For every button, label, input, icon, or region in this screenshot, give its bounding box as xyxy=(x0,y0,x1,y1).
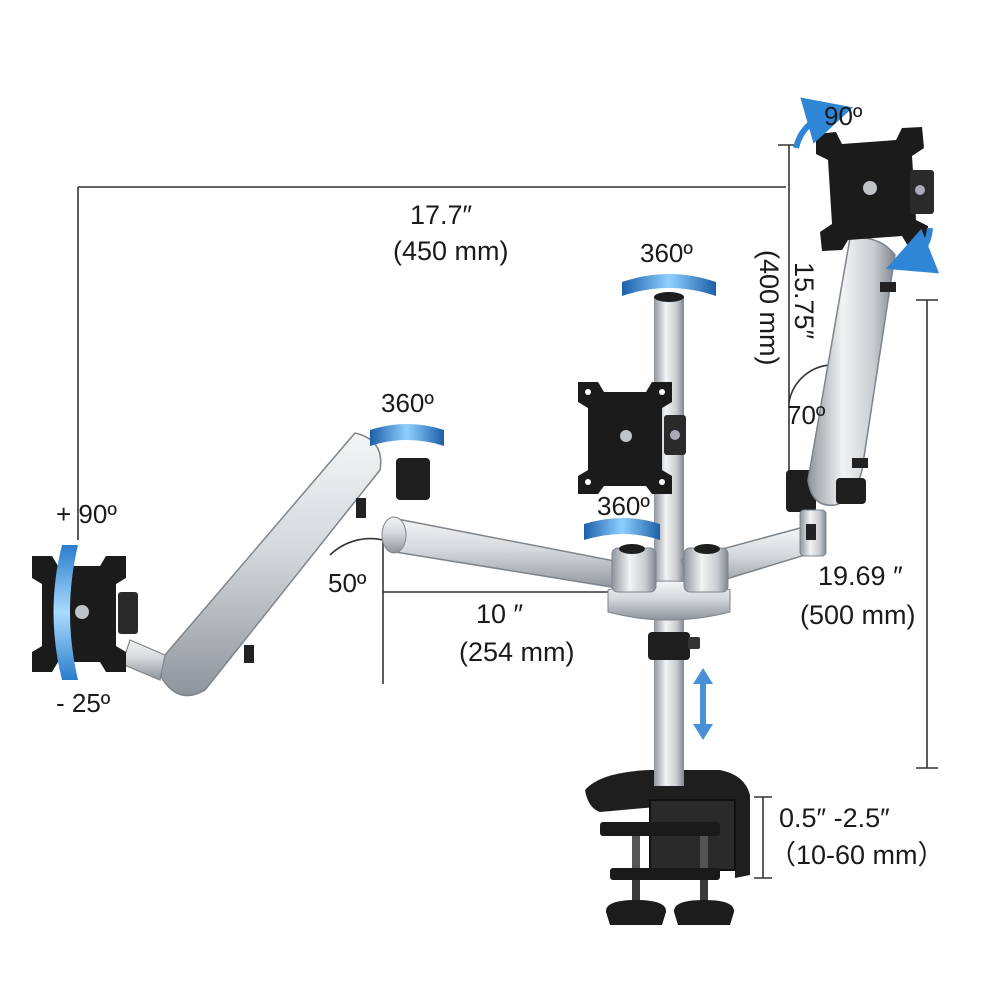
label-pole-swivel: 360º xyxy=(640,238,693,268)
right-rotation-arrow-bottom xyxy=(885,227,940,274)
label-center-arm-mm: (254 mm) xyxy=(459,637,575,667)
left-upper-arm xyxy=(121,432,382,697)
label-clamp-range-mm: （10-60 mm） xyxy=(769,840,945,870)
desk-clamp xyxy=(585,770,750,925)
height-adjust-arrow xyxy=(693,668,713,740)
label-pole-height-in: 19.69 ″ xyxy=(818,561,903,591)
label-center-arm-in: 10 ″ xyxy=(476,599,524,629)
right-upper-arm xyxy=(807,236,896,507)
label-tilt-up: + 90º xyxy=(56,499,117,529)
vesa-plate-right xyxy=(816,127,934,251)
left-tilt-arrow xyxy=(53,545,78,680)
clamp-knob-right xyxy=(673,900,735,925)
clamp-knob-left xyxy=(605,900,667,925)
label-center-joint-swivel: 360º xyxy=(597,491,650,521)
label-reach-in: 17.7″ xyxy=(410,200,473,230)
left-arm-joint xyxy=(396,458,430,500)
label-left-joint-swivel: 360º xyxy=(381,388,434,418)
label-clamp-range-in: 0.5″ -2.5″ xyxy=(779,803,890,833)
label-reach-mm: (450 mm) xyxy=(393,236,509,266)
arm-hub xyxy=(381,458,827,621)
label-left-arm-angle: 50º xyxy=(328,568,367,598)
label-right-rotation: 90º xyxy=(824,101,863,131)
pole-swivel-arrow xyxy=(622,274,716,296)
center-joint-swivel-arrow xyxy=(584,518,660,540)
label-upper-arm-mm: (400 mm) xyxy=(754,250,784,366)
height-lock-collar xyxy=(648,632,690,660)
right-rotation-arrow-top xyxy=(793,97,854,149)
dimension-labels: 17.7″ (450 mm) 15.75″ (400 mm) 10 ″ (254… xyxy=(393,200,945,870)
center-pole xyxy=(648,292,700,786)
label-upper-arm-in: 15.75″ xyxy=(789,262,819,340)
vesa-plate-center xyxy=(578,382,686,494)
left-joint-swivel-arrow xyxy=(370,424,444,446)
motion-indicators xyxy=(53,97,940,740)
label-tilt-down: - 25º xyxy=(56,688,111,718)
angle-labels: 90º 360º 360º 360º + 90º - 25º 50º 70º xyxy=(56,101,863,718)
label-pole-height-mm: (500 mm) xyxy=(800,600,916,630)
label-right-arm-angle: 70º xyxy=(787,400,826,430)
vesa-plate-left xyxy=(32,556,138,672)
left-arm-angle-arc xyxy=(329,537,384,556)
